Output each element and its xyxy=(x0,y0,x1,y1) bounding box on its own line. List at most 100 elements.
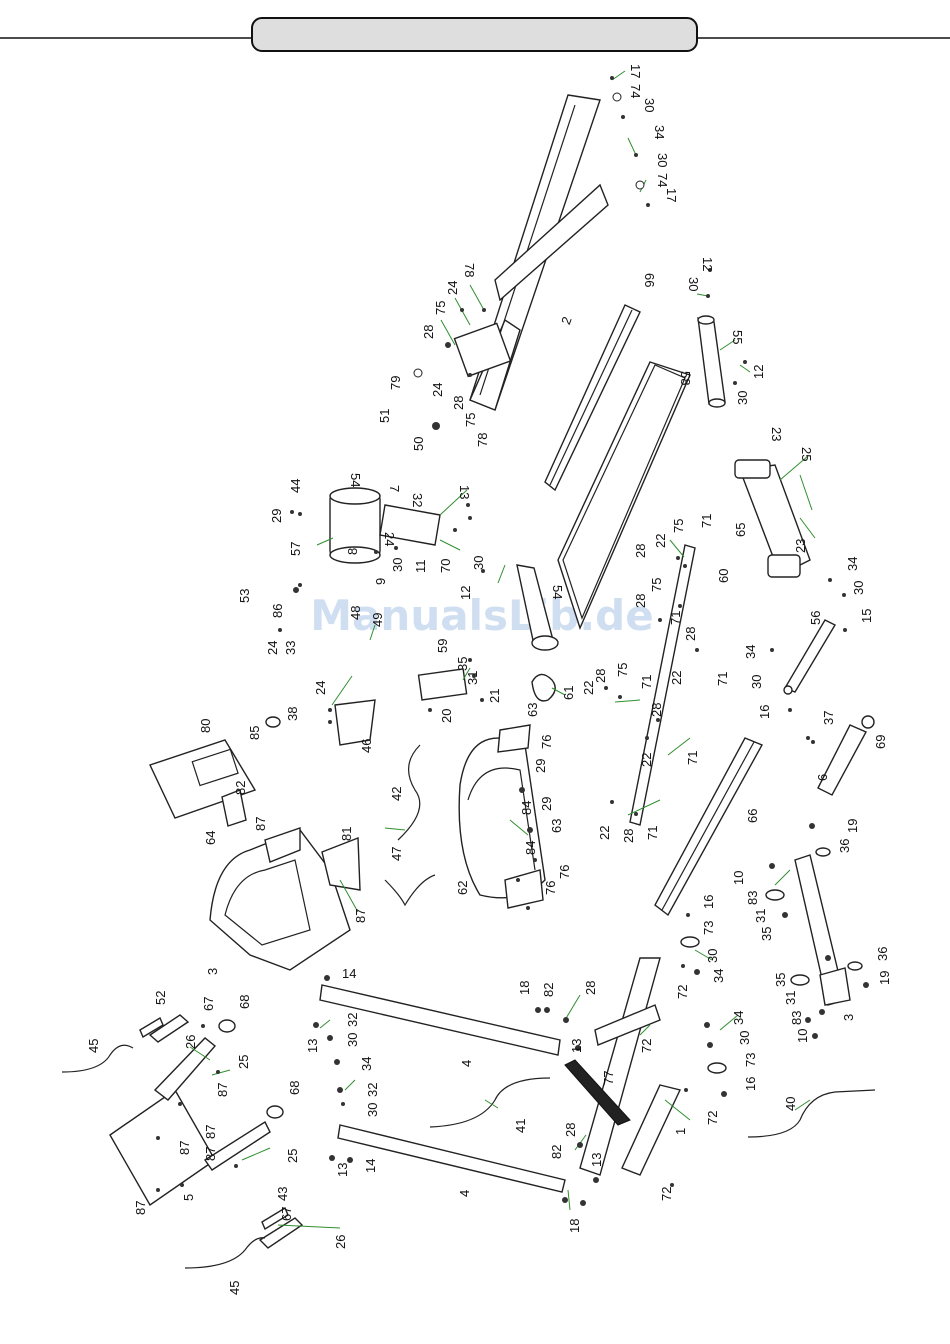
callout-24-b: 24 xyxy=(430,383,445,397)
callout-28-e: 28 xyxy=(683,627,698,641)
callout-8: 8 xyxy=(345,548,360,555)
callout-68-b: 68 xyxy=(287,1081,302,1095)
part-end-cap-upper xyxy=(218,1019,236,1033)
callout-10-b: 10 xyxy=(795,1029,810,1043)
part-pulse-sensor-43 xyxy=(261,1206,289,1231)
callout-31-c: 31 xyxy=(783,991,798,1005)
callout-75-e: 75 xyxy=(615,663,630,677)
part-cushion-bar xyxy=(564,1059,631,1126)
callout-70: 70 xyxy=(438,559,453,573)
callout-54-b: 54 xyxy=(550,585,565,599)
callout-43: 43 xyxy=(275,1187,290,1201)
callout-24-a: 24 xyxy=(445,281,460,295)
callout-30-i: 30 xyxy=(705,949,720,963)
callout-62: 62 xyxy=(455,881,470,895)
part-side-rail-lower xyxy=(654,737,763,917)
callout-12-a: 12 xyxy=(700,257,715,271)
callout-67-a: 67 xyxy=(201,997,216,1011)
callout-28-i: 28 xyxy=(583,981,598,995)
callout-13-d: 13 xyxy=(335,1163,350,1177)
callout-30-g: 30 xyxy=(851,581,866,595)
callout-31-b: 31 xyxy=(753,909,768,923)
callout-30-d: 30 xyxy=(735,391,750,405)
callout-73-a: 73 xyxy=(701,921,716,935)
leader-lines xyxy=(189,70,816,1229)
callout-38: 38 xyxy=(285,707,300,721)
part-foot-36-upper xyxy=(815,847,831,857)
callout-26-a: 26 xyxy=(183,1035,198,1049)
callout-29-b: 29 xyxy=(533,759,548,773)
part-cover-side-upper xyxy=(497,724,531,753)
part-key-pad xyxy=(221,789,247,827)
callout-24-e: 24 xyxy=(313,681,328,695)
callout-87-e: 87 xyxy=(177,1141,192,1155)
callout-30-f: 30 xyxy=(471,556,486,570)
callout-54-a: 54 xyxy=(348,473,363,487)
part-wheel-leg-upper xyxy=(765,889,785,901)
callout-6: 6 xyxy=(815,774,830,781)
callout-71-e: 71 xyxy=(685,751,700,765)
callout-14-a: 14 xyxy=(342,966,356,981)
callout-3-a: 3 xyxy=(205,968,220,975)
callout-44: 44 xyxy=(288,479,303,493)
callout-23-a: 23 xyxy=(769,427,784,441)
callout-4-b: 4 xyxy=(457,1190,472,1197)
callout-42: 42 xyxy=(389,787,404,801)
callout-30-a: 30 xyxy=(642,98,657,112)
part-wire-47 xyxy=(384,874,436,907)
callout-7: 7 xyxy=(387,485,402,492)
callout-13-e: 13 xyxy=(589,1153,604,1167)
callout-18-b: 18 xyxy=(567,1219,582,1233)
part-wheel-leg-lower xyxy=(790,974,810,986)
callout-23-b: 23 xyxy=(793,539,808,553)
callout-34-d: 34 xyxy=(711,969,726,983)
callout-34-b: 34 xyxy=(845,557,860,571)
callout-25-a: 25 xyxy=(799,447,814,461)
callout-22-a: 22 xyxy=(653,534,668,548)
callout-87-b: 87 xyxy=(353,909,368,923)
callout-50: 50 xyxy=(411,437,426,451)
callout-12-b: 12 xyxy=(751,365,766,379)
callout-82-a: 82 xyxy=(233,781,248,795)
part-end-cap-lower xyxy=(266,1105,284,1119)
part-side-rail-upper xyxy=(544,304,641,492)
callout-32-c: 32 xyxy=(365,1083,380,1097)
callout-28-d: 28 xyxy=(633,594,648,608)
callout-68-a: 68 xyxy=(237,995,252,1009)
callout-26-b: 26 xyxy=(333,1235,348,1249)
part-pulse-sensor-52 xyxy=(139,1016,164,1039)
callout-48: 48 xyxy=(348,606,363,620)
part-rear-roller xyxy=(697,315,726,408)
callout-87-g: 87 xyxy=(133,1201,148,1215)
callout-13-c: 13 xyxy=(569,1039,584,1053)
callout-29-c: 29 xyxy=(539,797,554,811)
callout-36-b: 36 xyxy=(875,947,890,961)
callout-65: 65 xyxy=(733,523,748,537)
callout-21: 21 xyxy=(487,689,502,703)
callout-33: 33 xyxy=(283,641,298,655)
callout-47: 47 xyxy=(389,847,404,861)
callout-30-b: 30 xyxy=(655,153,670,167)
callout-12-c: 12 xyxy=(458,586,473,600)
callout-75-b: 75 xyxy=(463,413,478,427)
callout-87-f: 87 xyxy=(203,1147,218,1161)
part-grip-upper xyxy=(148,1014,190,1043)
part-motor xyxy=(329,487,381,564)
callout-numbers: 17 74 30 34 30 74 17 78 24 75 28 2 66 12… xyxy=(86,64,892,1295)
callout-56: 56 xyxy=(808,611,823,625)
part-rear-end-cap xyxy=(734,459,811,578)
callout-75-d: 75 xyxy=(649,578,664,592)
callout-11: 11 xyxy=(413,560,428,574)
callout-15: 15 xyxy=(859,609,874,623)
callout-72-b: 72 xyxy=(639,1039,654,1053)
callout-63-a: 63 xyxy=(525,703,540,717)
callout-51: 51 xyxy=(377,409,392,423)
callout-78-a: 78 xyxy=(462,263,477,277)
part-motor-bracket xyxy=(379,504,441,546)
part-cable-41 xyxy=(429,1077,551,1128)
callout-24-c: 24 xyxy=(382,532,397,546)
callout-25-b: 25 xyxy=(236,1055,251,1069)
callout-76-c: 76 xyxy=(543,881,558,895)
callout-69: 69 xyxy=(873,735,888,749)
part-base-frame xyxy=(579,957,681,1176)
